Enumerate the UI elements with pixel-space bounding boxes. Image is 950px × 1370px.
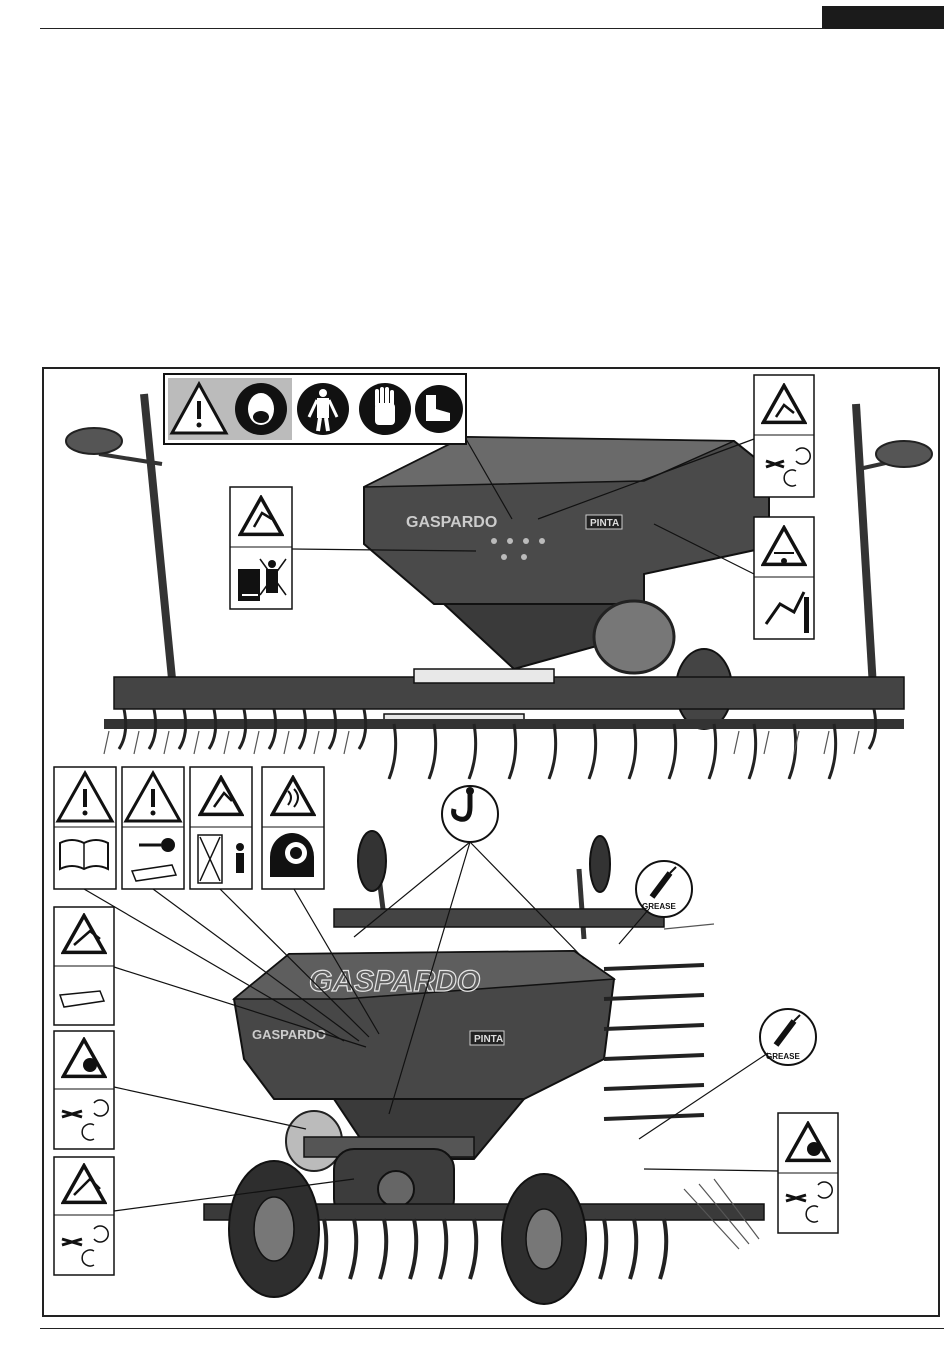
label-overhead-climb-right: [754, 517, 814, 639]
header-rule: [40, 28, 825, 29]
grease-label-1: GREASE: [642, 902, 676, 911]
grease-gun-icon-1: GREASE: [636, 861, 692, 917]
model-plate-front: PINTA: [474, 1034, 503, 1045]
protective-gloves-icon: [359, 383, 411, 435]
grease-label-2: GREASE: [766, 1052, 800, 1061]
ppe-label-strip: [164, 374, 466, 444]
label-crush-distance: [190, 767, 252, 889]
label-fall-hopper-left: [230, 487, 292, 609]
coulter-rack-right: [604, 965, 704, 1119]
label-noise-hearing: [262, 767, 324, 889]
figure-drawing: GASPARDO PINTA: [44, 369, 940, 1317]
safety-boots-icon: [415, 385, 463, 433]
brand-text-front: GASPARDO: [309, 965, 480, 998]
respirator-mask-icon: [235, 383, 287, 435]
lifting-hook-icon: [442, 786, 498, 842]
front-tines: [320, 1219, 666, 1279]
marker-disc-right: [876, 441, 932, 467]
label-crush-legs-left: [54, 907, 114, 1025]
walkboard-upper: [414, 669, 554, 683]
header-tab: [822, 6, 944, 29]
brand-text-top: GASPARDO: [406, 514, 497, 531]
marker-disc-left: [66, 428, 122, 454]
brand-text-front-small: GASPARDO: [252, 1027, 326, 1042]
label-rotating-parts-right: [778, 1113, 838, 1233]
label-read-manual: [54, 767, 116, 889]
label-crush-rotating-top-right: [754, 375, 814, 497]
harrow-tines: [104, 731, 859, 754]
safety-labels-figure: GASPARDO PINTA: [42, 367, 940, 1317]
model-plate-top: PINTA: [590, 518, 619, 529]
protective-suit-icon: [297, 383, 349, 435]
label-remove-key: [122, 767, 184, 889]
label-rotating-parts-left: [54, 1031, 114, 1149]
grease-gun-icon-2: GREASE: [760, 1009, 816, 1065]
footer-rule: [40, 1328, 944, 1329]
label-entanglement-left: [54, 1157, 114, 1275]
fan-housing: [594, 601, 674, 673]
